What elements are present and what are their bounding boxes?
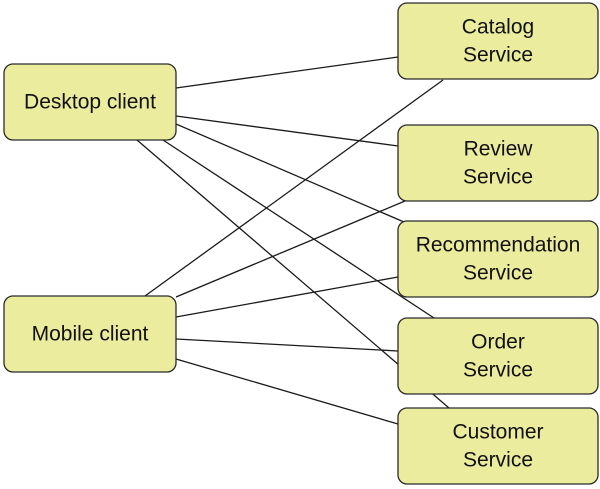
edge-mobile-catalog (144, 79, 444, 297)
node-box-mobile (3, 295, 177, 373)
node-box-recommendation (397, 220, 599, 298)
edge-desktop-catalog (175, 56, 399, 89)
node-box-review (397, 124, 599, 202)
node-box-desktop (3, 63, 177, 141)
node-label-mobile-0: Mobile client (32, 323, 149, 346)
edge-desktop-customer (136, 139, 450, 409)
node-label-desktop-0: Desktop client (24, 91, 156, 114)
node-label-order-1: Service (463, 359, 533, 382)
edge-desktop-order (162, 139, 435, 319)
node-label-review-1: Service (463, 166, 533, 189)
node-box-order (397, 317, 599, 395)
connection-lines (136, 56, 450, 425)
node-mobile: Mobile client (3, 295, 177, 373)
node-label-order-0: Order (471, 331, 525, 354)
node-label-review-0: Review (464, 138, 534, 161)
node-desktop: Desktop client (3, 63, 177, 141)
node-label-recommendation-1: Service (463, 262, 533, 285)
edge-desktop-review (175, 115, 399, 147)
node-label-catalog-0: Catalog (462, 16, 534, 39)
node-box-customer (397, 407, 599, 485)
node-label-recommendation-0: Recommendation (416, 234, 581, 257)
edge-mobile-customer (175, 358, 399, 425)
edge-mobile-order (175, 338, 399, 352)
edge-desktop-recommendation (175, 123, 405, 223)
node-label-catalog-1: Service (463, 44, 533, 67)
edge-mobile-recommendation (175, 276, 399, 318)
edge-mobile-review (175, 200, 406, 298)
node-label-customer-0: Customer (452, 421, 543, 444)
node-label-customer-1: Service (463, 449, 533, 472)
node-box-catalog (397, 2, 599, 80)
